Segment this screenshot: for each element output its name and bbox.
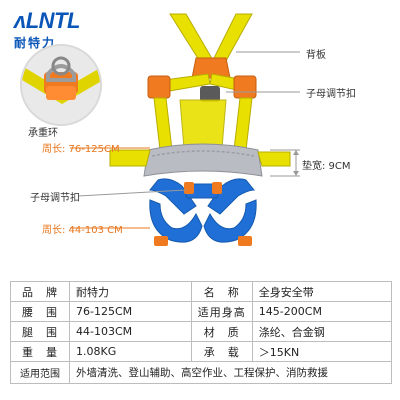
spec-table: 品 牌 耐特力 名 称 全身安全带 腰 围 76-125CM 适用身高 145-… [10,281,393,384]
spec-key: 承 载 [190,341,253,362]
spec-key: 重 量 [10,341,70,362]
spec-row: 腰 围 76-125CM 适用身高 145-200CM [10,301,393,322]
waist-circumference-label: 周长: 76-125CM [42,144,120,155]
spec-value: 145-200CM [251,301,393,322]
load-ring-label: 承重环 [28,128,58,139]
spec-value: 76-125CM [69,301,192,322]
load-ring-detail [20,44,102,126]
lower-buckle-label: 子母调节扣 [30,193,80,204]
product-illustration: ʌLNTL 耐特力 承重环 [14,8,356,246]
spec-key: 腰 围 [10,301,70,322]
spec-key: 名 称 [190,281,253,302]
spec-row: 品 牌 耐特力 名 称 全身安全带 [10,281,393,302]
spec-value: 44-103CM [69,321,192,342]
upper-buckle-label: 子母调节扣 [306,89,356,100]
load-ring-detail-image [22,46,100,124]
usage-value: 外墙清洗、登山辅助、高空作业、工程保护、消防救援 [69,361,392,384]
spec-value: 1.08KG [69,341,192,362]
spec-key: 品 牌 [10,281,70,302]
spec-row-usage: 适用范围 外墙清洗、登山辅助、高空作业、工程保护、消防救援 [10,361,392,384]
spec-value: 全身安全带 [251,281,393,302]
logo-mark: ʌLNTL [14,8,80,33]
usage-key: 适用范围 [10,361,70,384]
back-plate-label: 背板 [306,50,326,61]
spec-value: 涤纶、合金钢 [251,321,393,342]
leg-circumference-label: 周长: 44-103 CM [42,225,123,236]
spec-value: 耐特力 [69,281,192,302]
spec-key: 腿 围 [10,321,70,342]
spec-key: 适用身高 [190,301,253,322]
spec-row: 腿 围 44-103CM 材 质 涤纶、合金钢 [10,321,393,342]
pad-width-label: 垫宽: 9CM [302,161,351,172]
spec-key: 材 质 [190,321,253,342]
harness-drawing [70,13,300,246]
spec-value: ＞15KN [251,341,393,362]
spec-row: 重 量 1.08KG 承 载 ＞15KN [10,341,393,362]
